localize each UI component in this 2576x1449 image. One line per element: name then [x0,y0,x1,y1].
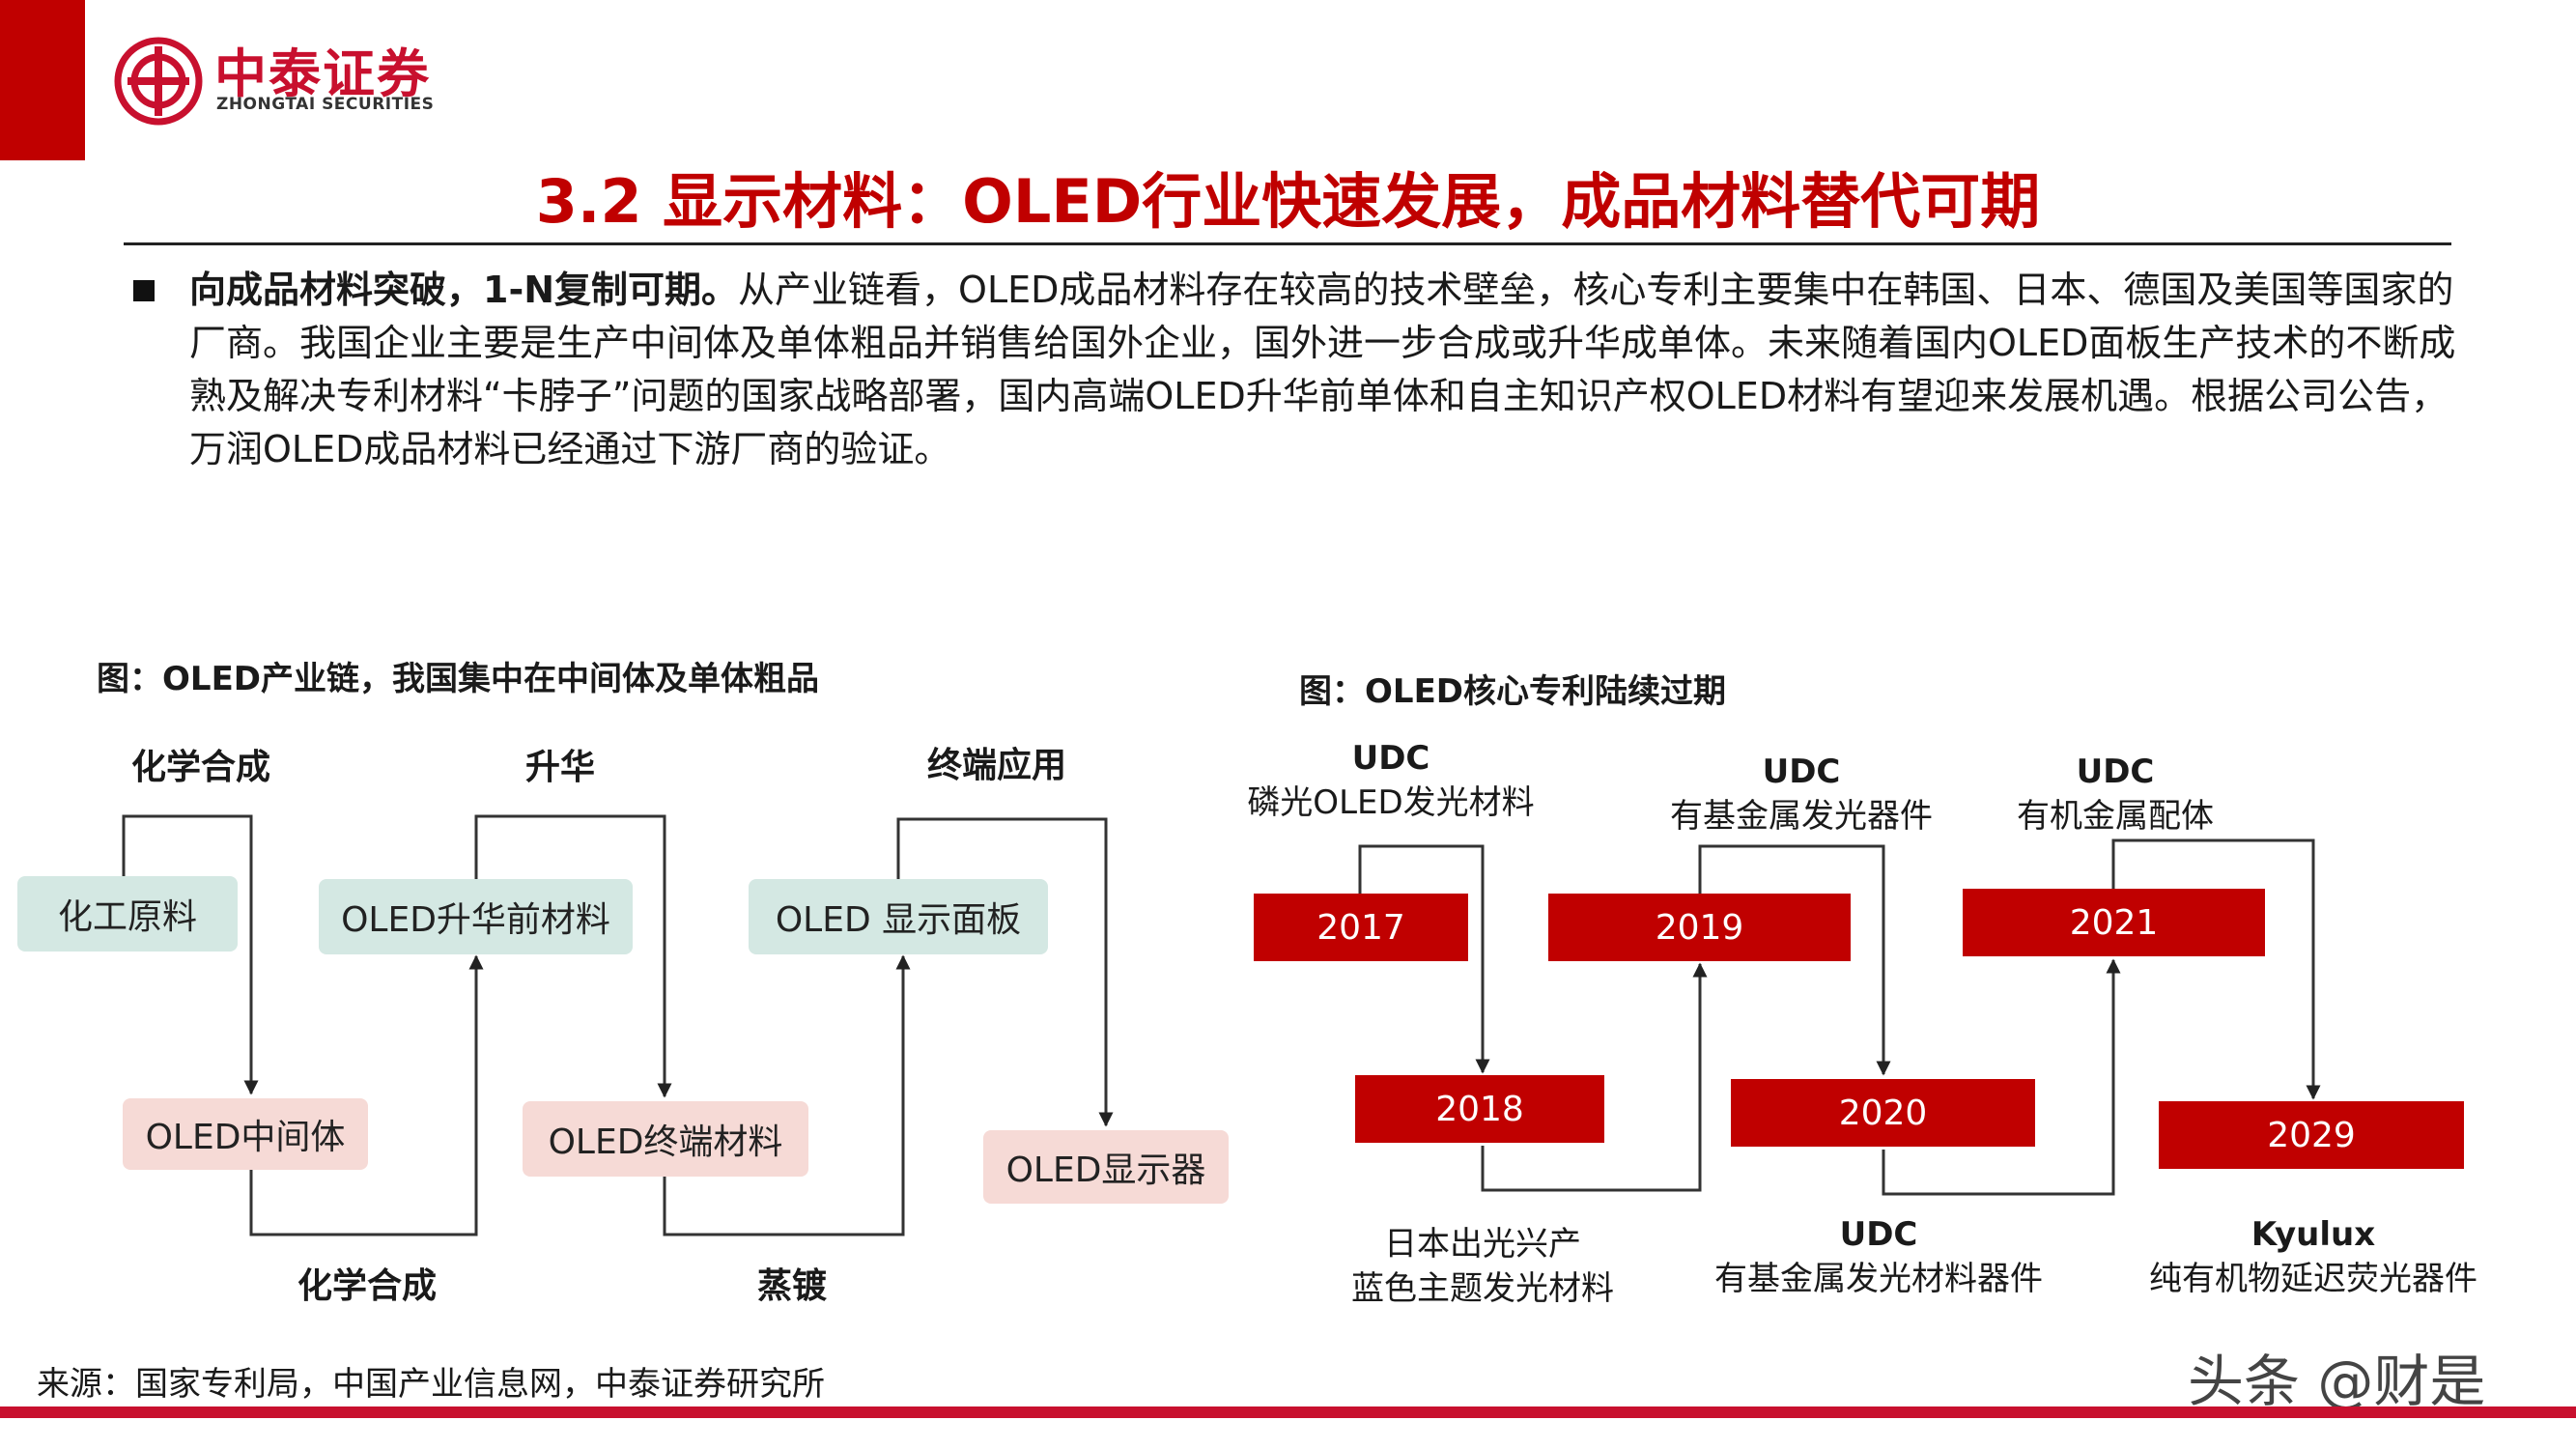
fig1-box-display-device: OLED显示器 [983,1130,1229,1204]
zhongtai-logo-icon [114,37,203,126]
fig2-label-2020: UDC 有基金属发光材料器件 [1685,1212,2072,1301]
fig1-flow-line-4 [663,954,911,1236]
body-paragraph: 向成品材料突破，1-N复制可期。从产业链看，OLED成品材料存在较高的技术壁垒，… [189,264,2478,476]
fig2-flow-line-3 [1698,844,1891,1076]
watermark: 头条 @财是 [2188,1349,2486,1414]
fig2-label-2029: Kyulux 纯有机物延迟荧光器件 [2139,1212,2487,1301]
corner-accent-bar [0,0,85,160]
fig1-flow-line-2 [249,954,484,1236]
fig1-bottom-label-evaporation: 蒸镀 [756,1266,827,1306]
fig2-flow-line-1 [1358,844,1490,1074]
fig2-label-2020-head: UDC [1839,1215,1918,1254]
fig2-flow-line-2 [1481,962,1708,1192]
fig1-box-intermediate: OLED中间体 [123,1098,368,1170]
fig1-flow-line-3 [474,814,672,1098]
fig2-flow-line-4 [1882,958,2121,1196]
fig2-label-2017-head: UDC [1351,739,1430,778]
fig2-label-2018: 日本出光兴产 蓝色主题发光材料 [1323,1222,1642,1311]
fig1-box-pre-sublimation: OLED升华前材料 [319,879,633,954]
source-note: 来源：国家专利局，中国产业信息网，中泰证券研究所 [37,1365,825,1404]
fig2-label-2019-text: 有基金属发光器件 [1670,797,1933,836]
fig2-label-2018-text: 蓝色主题发光材料 [1351,1269,1614,1308]
paragraph-lead: 向成品材料突破，1-N复制可期。 [189,269,739,311]
fig2-label-2021: UDC 有机金属配体 [1990,750,2241,838]
fig2-label-2021-head: UDC [2076,753,2155,791]
fig1-bottom-label-synthesis: 化学合成 [297,1266,437,1306]
fig2-label-2019: UDC 有基金属发光器件 [1637,750,1966,838]
figure-1-title: 图：OLED产业链，我国集中在中间体及单体粗品 [97,660,820,698]
fig2-label-2020-text: 有基金属发光材料器件 [1714,1260,2043,1298]
fig1-flow-line-5 [896,817,1114,1127]
fig2-year-2019: 2019 [1548,894,1851,961]
fig1-box-terminal-material: OLED终端材料 [523,1101,808,1177]
fig2-label-2029-head: Kyulux [2250,1215,2376,1254]
fig2-label-2018-head: 日本出光兴产 [1384,1225,1581,1264]
fig2-label-2017: UDC 磷光OLED发光材料 [1227,736,1555,825]
fig1-flow-line-1 [122,814,259,1095]
page-title: 3.2 显示材料：OLED行业快速发展，成品材料替代可期 [535,166,2041,237]
fig2-year-2020: 2020 [1731,1079,2035,1147]
fig1-top-label-synthesis: 化学合成 [130,748,270,787]
fig1-box-raw-material: 化工原料 [17,876,238,952]
figure-2-title: 图：OLED核心专利陆续过期 [1299,672,1727,711]
fig2-label-2017-text: 磷光OLED发光材料 [1247,783,1535,822]
fig1-box-display-panel: OLED 显示面板 [749,879,1048,954]
paragraph-text: 从产业链看，OLED成品材料存在较高的技术壁垒，核心专利主要集中在韩国、日本、德… [189,269,2456,470]
fig1-top-label-sublimation: 升华 [524,748,595,787]
fig2-label-2029-text: 纯有机物延迟荧光器件 [2149,1260,2477,1298]
fig2-label-2019-head: UDC [1762,753,1841,791]
footer-bar [0,1406,2576,1418]
fig2-year-2021: 2021 [1963,889,2265,956]
bullet-square-icon [133,280,155,301]
logo-text-cn: 中泰证券 [214,43,431,104]
fig1-top-label-terminal: 终端应用 [926,746,1066,785]
fig2-year-2017: 2017 [1254,894,1468,961]
title-divider [124,242,2451,245]
fig2-flow-line-5 [2111,838,2321,1100]
logo-text-en: ZHONGTAI SECURITIES [216,95,435,114]
fig2-label-2021-text: 有机金属配体 [2017,797,2214,836]
fig2-year-2029: 2029 [2159,1101,2464,1169]
fig2-year-2018: 2018 [1355,1075,1604,1143]
